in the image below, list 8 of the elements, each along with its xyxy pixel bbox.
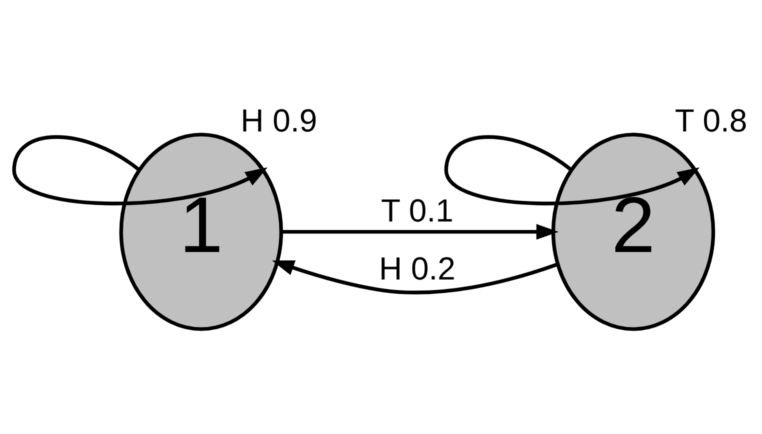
arrow [12, 134, 268, 205]
arrow [444, 134, 700, 205]
edge-label: T 0.1 [381, 192, 454, 228]
node-ellipse: 1 [119, 132, 284, 330]
arrow [272, 260, 558, 294]
node-ellipse: 2 [551, 132, 716, 330]
arrow [281, 224, 559, 240]
edge-label: H 0.2 [378, 250, 456, 286]
